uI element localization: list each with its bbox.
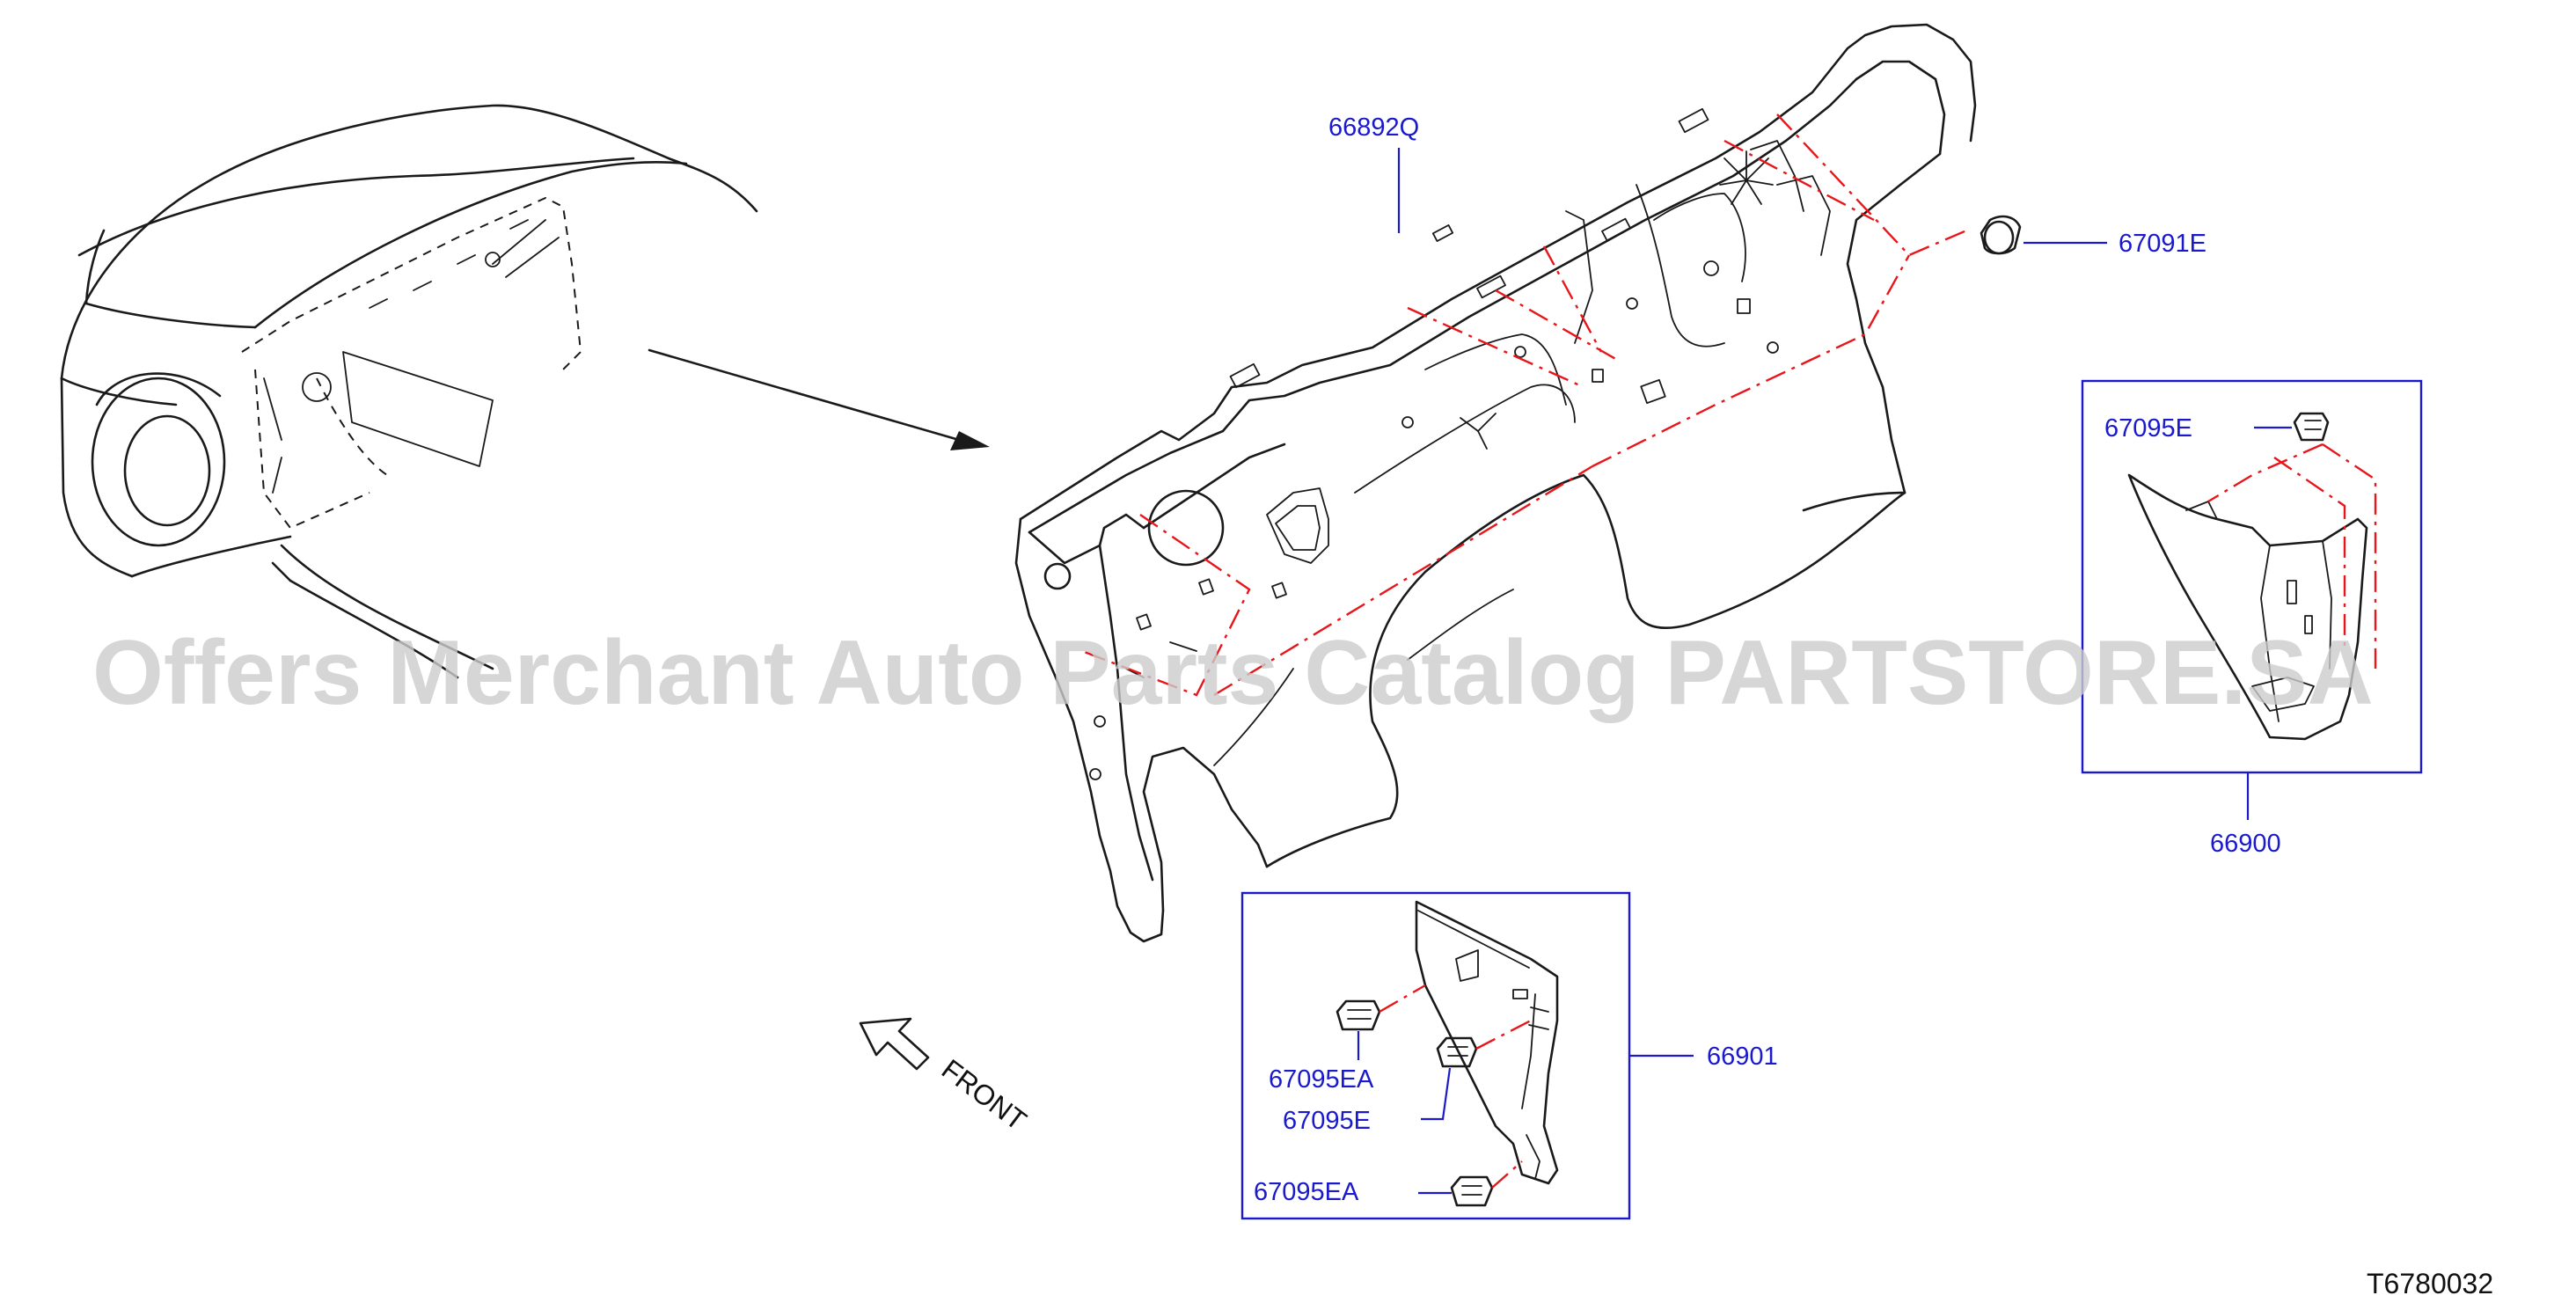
side-insulator-right-66900: 66900 67095E [2081,379,2423,858]
watermark: Offers Merchant Auto Parts Catalog PARTS… [92,622,2374,724]
part-label-clip-right: 67095E [2104,414,2192,443]
side-insulator-left-66901: 66901 67095EA 67095E 67095EA [1240,891,1778,1220]
callout-arrow [648,348,990,450]
part-label-clip-left-middle: 67095E [1283,1107,1371,1135]
part-label-side-insulator-left: 66901 [1707,1043,1778,1071]
callout-66892Q: 66892Q [1328,113,1419,233]
diagram-reference-code: T6780032 [2367,1268,2493,1299]
dash-insulator-66892Q [1014,23,1977,943]
grommet-67091E: 67091E [1980,215,2206,258]
part-label-clip-left-lower: 67095EA [1254,1178,1359,1206]
part-label-dash-insulator: 66892Q [1328,113,1419,142]
part-label-side-insulator-right: 66900 [2210,830,2281,858]
vehicle-overview [60,104,758,679]
part-label-grommet: 67091E [2119,230,2206,258]
front-direction-indicator: FRONT [859,1017,1033,1137]
front-label: FRONT [936,1053,1033,1137]
part-label-clip-left-upper: 67095EA [1269,1065,1374,1094]
